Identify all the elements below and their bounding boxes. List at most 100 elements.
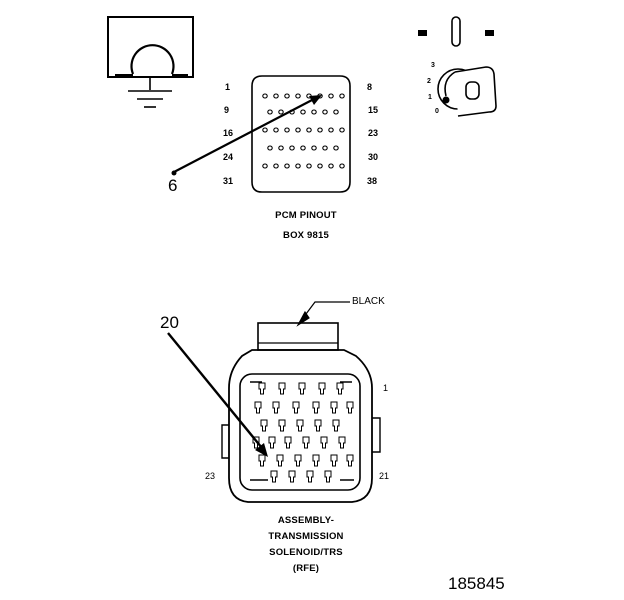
pcm-pin-cavity bbox=[300, 109, 306, 115]
pcm-pin-label-31: 31 bbox=[223, 176, 234, 186]
black-leader bbox=[296, 301, 350, 327]
pcm-pin-cavity bbox=[284, 127, 290, 133]
pcm-pin-cavity bbox=[317, 163, 323, 169]
pcm-pin-cavity bbox=[273, 93, 279, 99]
connector-pin-cavity bbox=[294, 454, 302, 467]
connector-pin-cavity bbox=[318, 382, 326, 395]
pcm-pin-cavity bbox=[273, 127, 279, 133]
pcm-pin-cavity bbox=[284, 93, 290, 99]
callout-6-label: 6 bbox=[168, 176, 178, 195]
pcm-pin-cavity bbox=[306, 163, 312, 169]
callout-20-label: 20 bbox=[160, 313, 179, 332]
connector-pin-cavity bbox=[254, 401, 262, 414]
pcm-pin-label-16: 16 bbox=[223, 128, 234, 138]
pcm-pin-cavity bbox=[311, 109, 317, 115]
tcm-pin-grid bbox=[252, 382, 354, 483]
pcm-pin-cavity bbox=[295, 127, 301, 133]
pcm-pin-label-38: 38 bbox=[367, 176, 378, 186]
connector-pin-cavity bbox=[270, 470, 278, 483]
pcm-pin-cavity bbox=[262, 93, 268, 99]
connector-caption-line1: ASSEMBLY- bbox=[277, 515, 335, 526]
pcm-pin-cavity bbox=[295, 163, 301, 169]
pcm-pin-cavity bbox=[322, 109, 328, 115]
ground-symbol-icon bbox=[107, 16, 194, 108]
connector-pin-cavity bbox=[292, 401, 300, 414]
pcm-pin-cavity bbox=[339, 127, 345, 133]
connector-pin-cavity bbox=[296, 419, 304, 432]
connector-pin-cavity bbox=[258, 382, 266, 395]
pcm-pin-label-24: 24 bbox=[223, 152, 234, 162]
connector-pin-cavity bbox=[260, 419, 268, 432]
connector-pin-cavity bbox=[272, 401, 280, 414]
callout-6-arrow bbox=[171, 95, 322, 176]
pcm-pin-cavity bbox=[295, 93, 301, 99]
pcm-pin-cavity bbox=[333, 145, 339, 151]
pcm-pin-cavity bbox=[278, 145, 284, 151]
pcm-pin-cavity bbox=[311, 145, 317, 151]
ignition-key-icon bbox=[418, 16, 497, 117]
connector-pin-cavity bbox=[252, 436, 260, 449]
pcm-pin-cavity bbox=[339, 93, 345, 99]
connector-pin-cavity bbox=[306, 470, 314, 483]
pcm-connector-icon bbox=[251, 75, 351, 193]
figure-number: 185845 bbox=[448, 574, 505, 593]
pcm-pin-label-23: 23 bbox=[368, 128, 379, 138]
pcm-caption-line2: BOX 9815 bbox=[283, 230, 329, 241]
pcm-pin-label-15: 15 bbox=[368, 105, 379, 115]
connector-pin-cavity bbox=[330, 454, 338, 467]
connector-pin-cavity bbox=[346, 454, 354, 467]
connector-pin-cavity bbox=[298, 382, 306, 395]
pcm-pin-cavity bbox=[306, 127, 312, 133]
pcm-pin-cavity bbox=[333, 109, 339, 115]
pcm-caption-line1: PCM PINOUT bbox=[275, 210, 337, 221]
connector-pin-cavity bbox=[312, 454, 320, 467]
pcm-pin-cavity bbox=[284, 163, 290, 169]
ignition-position-0: 0 bbox=[435, 108, 439, 115]
pcm-pin-cavity bbox=[300, 145, 306, 151]
pcm-pin-label-1: 1 bbox=[225, 82, 231, 92]
pcm-pin-cavity bbox=[273, 163, 279, 169]
pcm-pin-cavity bbox=[267, 145, 273, 151]
pcm-pin-cavity bbox=[289, 145, 295, 151]
pcm-pin-cavity bbox=[328, 163, 334, 169]
connector-pin-cavity bbox=[330, 401, 338, 414]
connector-pin-cavity bbox=[258, 454, 266, 467]
pcm-pin-cavity bbox=[328, 93, 334, 99]
connector-color-label: BLACK bbox=[352, 296, 385, 307]
connector-pin-cavity bbox=[332, 419, 340, 432]
connector-pin-cavity bbox=[336, 382, 344, 395]
connector-pin-cavity bbox=[284, 436, 292, 449]
pcm-pin-cavity bbox=[262, 163, 268, 169]
pcm-pin-cavity bbox=[328, 127, 334, 133]
connector-pin-cavity bbox=[314, 419, 322, 432]
callout-20-arrow bbox=[167, 332, 268, 457]
pcm-pin-cavity bbox=[339, 163, 345, 169]
connector-pin-cavity bbox=[338, 436, 346, 449]
ignition-position-2: 2 bbox=[427, 78, 431, 85]
connector-caption-line2: TRANSMISSION bbox=[268, 531, 344, 542]
pcm-pin-cavity bbox=[262, 127, 268, 133]
transmission-connector-icon bbox=[221, 322, 381, 503]
connector-pin-cavity bbox=[278, 382, 286, 395]
pcm-pin-cavity bbox=[278, 109, 284, 115]
connector-pin-cavity bbox=[320, 436, 328, 449]
connector-pin-cavity bbox=[324, 470, 332, 483]
connector-pin-cavity bbox=[302, 436, 310, 449]
ignition-position-1: 1 bbox=[428, 94, 432, 101]
ignition-position-3: 3 bbox=[431, 62, 435, 69]
connector-pin-cavity bbox=[288, 470, 296, 483]
pcm-pin-label-8: 8 bbox=[367, 82, 373, 92]
connector-pin-cavity bbox=[312, 401, 320, 414]
pcm-pin-cavity bbox=[317, 127, 323, 133]
connector-pin-cavity bbox=[276, 454, 284, 467]
connector-pin-cavity bbox=[346, 401, 354, 414]
pcm-pin-cavity bbox=[267, 109, 273, 115]
connector-pin-21-label: 21 bbox=[379, 471, 390, 481]
connector-pin-1-label: 1 bbox=[383, 383, 389, 393]
connector-caption-line4: (RFE) bbox=[292, 563, 320, 574]
connector-pin-23-label: 23 bbox=[205, 471, 216, 481]
pcm-pin-cavity bbox=[322, 145, 328, 151]
pcm-pin-label-30: 30 bbox=[368, 152, 379, 162]
connector-pin-cavity bbox=[278, 419, 286, 432]
